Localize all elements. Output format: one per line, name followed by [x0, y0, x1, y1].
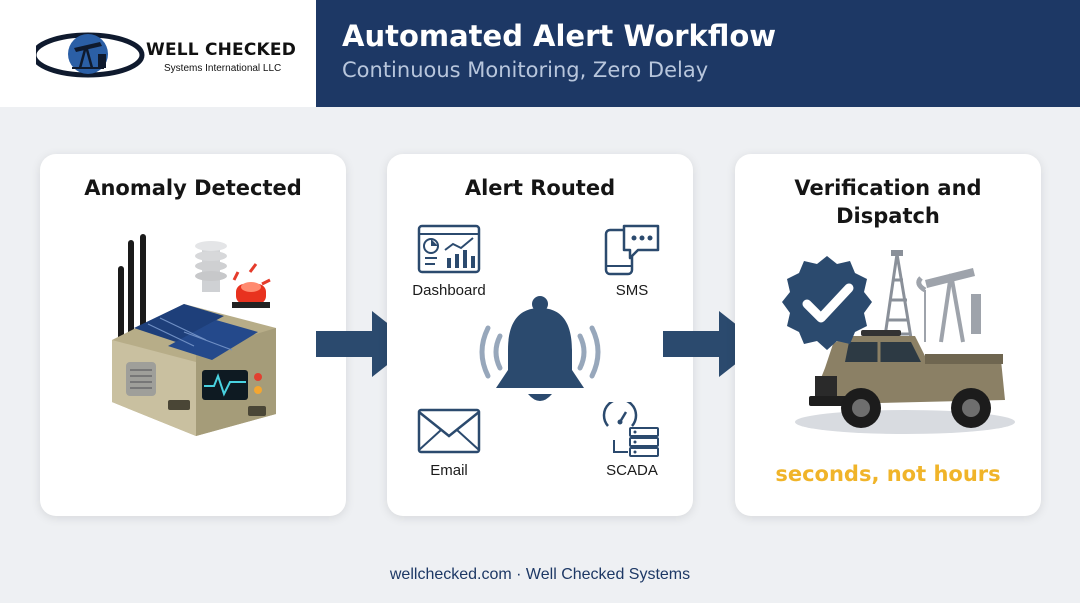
- logo-name: WELL CHECKED: [146, 40, 297, 60]
- sms-icon: [604, 224, 660, 276]
- step-card-alert-routed: Alert Routed Dashboard SMS: [387, 154, 693, 516]
- step-card-anomaly: Anomaly Detected: [40, 154, 346, 516]
- footer-text: wellchecked.com · Well Checked Systems: [389, 566, 691, 583]
- page-subtitle: Continuous Monitoring, Zero Delay: [342, 58, 709, 82]
- page-title: Automated Alert Workflow: [342, 19, 777, 53]
- checkmark-badge-icon: [782, 256, 872, 350]
- dashboard-icon: [417, 224, 481, 274]
- step-title: Alert Routed: [464, 176, 616, 200]
- channel-label-scada: SCADA: [606, 462, 658, 479]
- step-title: Verification and Dispatch: [794, 176, 982, 228]
- header-band: Automated Alert Workflow Continuous Moni…: [316, 0, 1080, 107]
- email-icon: [417, 408, 481, 454]
- company-logo: WELL CHECKED Systems International LLC: [0, 0, 316, 107]
- monitoring-device-icon: [112, 234, 276, 436]
- step-title: Anomaly Detected: [84, 176, 302, 200]
- channel-label-dashboard: Dashboard: [412, 282, 486, 299]
- speed-tagline: seconds, not hours: [775, 462, 1001, 486]
- step-card-dispatch: Verification and Dispatch seconds, not h: [735, 154, 1041, 516]
- scada-icon: [602, 402, 659, 457]
- pumpjack-logo-icon: [36, 32, 145, 78]
- dispatch-truck-icon: [795, 250, 1015, 434]
- logo-tagline: Systems International LLC: [164, 63, 282, 74]
- channel-label-email: Email: [430, 462, 468, 479]
- channel-label-sms: SMS: [615, 282, 649, 299]
- bell-icon: [479, 296, 601, 401]
